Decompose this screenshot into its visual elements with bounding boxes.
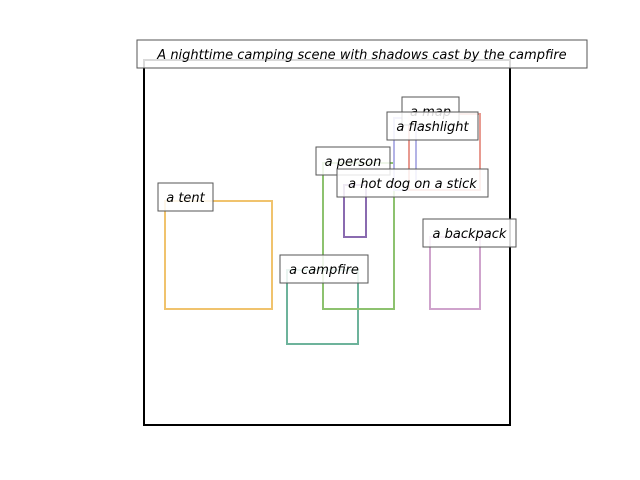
tent-box: [164, 200, 273, 310]
tent-label-frame: [157, 182, 214, 212]
hotdog-label: a hot dog on a stick: [348, 177, 477, 192]
flashlight-label: a flashlight: [396, 120, 469, 135]
title-frame: [136, 39, 588, 69]
hotdog-label-frame: [336, 168, 489, 198]
backpack-label: a backpack: [433, 227, 507, 242]
backpack-box: [429, 236, 481, 310]
flashlight-label-frame: [386, 111, 479, 141]
campfire-label-frame: [279, 254, 369, 284]
campfire-label: a campfire: [289, 263, 359, 278]
backpack-label-frame: [422, 218, 517, 248]
diagram-title: A nighttime camping scene with shadows c…: [156, 48, 566, 63]
tent-label: a tent: [166, 191, 205, 206]
person-label: a person: [325, 155, 382, 170]
